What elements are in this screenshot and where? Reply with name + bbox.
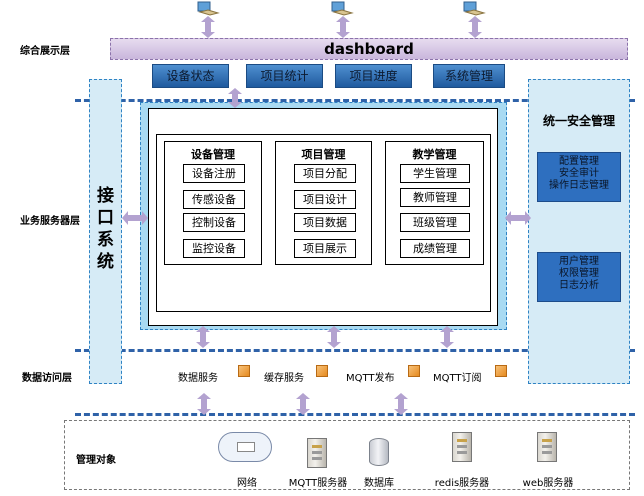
group-item[interactable]: 项目数据: [294, 213, 356, 232]
group-item[interactable]: 项目设计: [294, 190, 356, 209]
group-item[interactable]: 项目展示: [294, 239, 356, 258]
service-label: 数据服务: [178, 373, 218, 384]
layer-label-business: 业务服务器层: [20, 216, 80, 227]
server-icon: [452, 432, 472, 462]
cube-icon: [408, 365, 420, 377]
group-item[interactable]: 监控设备: [183, 239, 245, 258]
dashboard-button-system-management[interactable]: 系统管理: [433, 64, 505, 88]
layer-separator: [75, 349, 635, 352]
double-arrow-icon: [197, 393, 211, 415]
service-label: 缓存服务: [264, 373, 304, 384]
dashboard-bar[interactable]: dashboard: [110, 38, 628, 60]
group-item[interactable]: 学生管理: [400, 164, 470, 183]
cube-icon: [316, 365, 328, 377]
cube-icon: [238, 365, 250, 377]
group-teaching-management: 教学管理 学生管理 教师管理 班级管理 成绩管理: [385, 141, 484, 265]
layer-separator: [75, 413, 635, 416]
dashboard-button-device-status[interactable]: 设备状态: [152, 64, 229, 88]
double-arrow-icon: [201, 16, 215, 38]
double-arrow-icon: [296, 393, 310, 415]
layer-separator: [75, 99, 635, 102]
double-arrow-icon: [336, 16, 350, 38]
security-item: 日志分析: [559, 280, 599, 291]
user-computer-icon: [463, 1, 486, 16]
double-arrow-icon: [196, 326, 210, 348]
group-title: 项目管理: [301, 148, 346, 161]
double-arrow-icon: [440, 326, 454, 348]
cloud-network-icon: [218, 432, 272, 462]
server-icon: [537, 432, 557, 462]
double-arrow-horizontal-icon: [122, 211, 148, 225]
group-title: 设备管理: [191, 148, 235, 161]
security-item: 安全审计: [559, 168, 599, 179]
interface-system-panel: [89, 79, 122, 384]
object-label: 数据库: [364, 478, 394, 489]
group-item[interactable]: 班级管理: [400, 213, 470, 232]
layer-label-data-access: 数据访问层: [22, 373, 72, 384]
double-arrow-icon: [394, 393, 408, 415]
group-project-management: 项目管理 项目分配 项目设计 项目数据 项目展示: [275, 141, 372, 265]
security-item: 操作日志管理: [549, 180, 609, 191]
layer-label-presentation: 综合展示层: [20, 46, 70, 57]
double-arrow-horizontal-icon: [505, 211, 531, 225]
group-item[interactable]: 项目分配: [294, 164, 356, 183]
group-item[interactable]: 传感设备: [183, 190, 245, 209]
service-label: MQTT发布: [346, 373, 395, 384]
service-label: MQTT订阅: [433, 373, 482, 384]
user-computer-icon: [197, 1, 220, 16]
group-item[interactable]: 成绩管理: [400, 239, 470, 258]
security-item: 权限管理: [559, 268, 599, 279]
double-arrow-icon: [228, 88, 242, 108]
dashboard-button-project-stats[interactable]: 项目统计: [246, 64, 323, 88]
user-computer-icon: [331, 1, 354, 16]
double-arrow-icon: [327, 326, 341, 348]
security-title: 统一安全管理: [542, 114, 615, 128]
double-arrow-icon: [468, 16, 482, 38]
object-label: 网络: [237, 478, 257, 489]
cube-icon: [495, 365, 507, 377]
group-title: 教学管理: [412, 148, 457, 161]
object-label: MQTT服务器: [288, 478, 348, 489]
group-item[interactable]: 教师管理: [400, 188, 470, 207]
security-item: 用户管理: [559, 256, 599, 267]
interface-system-label: 接口系统: [97, 186, 114, 272]
group-item[interactable]: 设备注册: [183, 164, 245, 183]
database-icon: [369, 438, 389, 466]
layer-label-managed: 管理对象: [76, 455, 116, 466]
dashboard-button-project-progress[interactable]: 项目进度: [335, 64, 412, 88]
managed-objects-panel: [64, 420, 630, 490]
security-box-config[interactable]: 配置管理 安全审计 操作日志管理: [537, 152, 621, 202]
object-label: redis服务器: [434, 478, 490, 489]
router-icon: [237, 442, 255, 452]
server-icon: [307, 438, 327, 468]
security-item: 配置管理: [559, 156, 599, 167]
object-label: web服务器: [522, 478, 574, 489]
group-device-management: 设备管理 设备注册 传感设备 控制设备 监控设备: [164, 141, 262, 265]
security-box-users[interactable]: 用户管理 权限管理 日志分析: [537, 252, 621, 302]
security-panel: [528, 79, 630, 384]
group-item[interactable]: 控制设备: [183, 213, 245, 232]
